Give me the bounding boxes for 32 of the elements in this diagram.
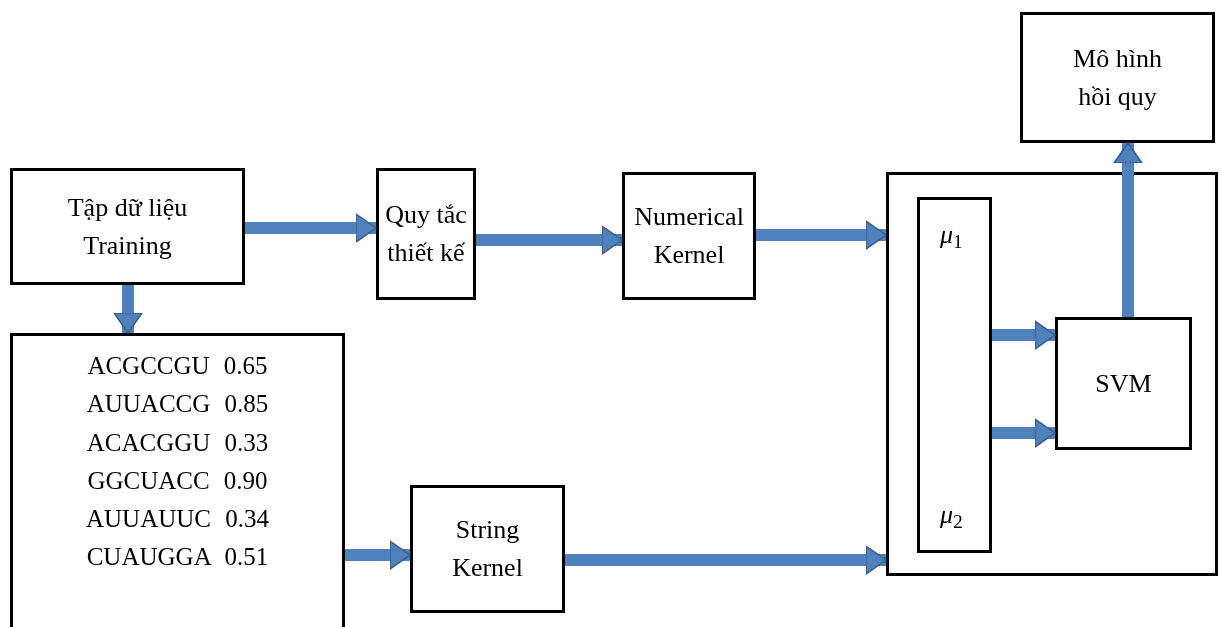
node-label: SVM: [1094, 367, 1153, 400]
node-label: Tập dữ liệu Training: [66, 191, 189, 262]
sequence-row-text: AUUACCG 0.85: [86, 389, 269, 420]
sequence-row-text: ACACGGU 0.33: [86, 427, 269, 458]
block-arrow: [345, 540, 411, 570]
node-label: μ$_{1}$: [939, 219, 964, 254]
block-arrow: [992, 320, 1056, 350]
block-arrow: [992, 418, 1056, 448]
container-box: [886, 172, 1218, 576]
block-arrow: [756, 220, 887, 250]
sequence-row-text: AUUAUUC 0.34: [86, 504, 269, 534]
node-label: μ$_{2}$: [939, 499, 964, 534]
process-box: [376, 168, 476, 300]
block-arrow: [245, 213, 377, 243]
node-label: Mô hình hồi quy: [1072, 42, 1163, 113]
node-label: Quy tắc thiết kế: [384, 199, 468, 269]
process-box: [622, 172, 756, 300]
node-label: String Kernel: [451, 514, 524, 584]
process-box: [10, 168, 245, 285]
sequence-row-text: GGCUACC 0.90: [87, 465, 268, 496]
sequence-row-text: CUAUGGA 0.51: [86, 542, 269, 573]
block-arrow: [476, 225, 623, 255]
process-box: [1055, 317, 1192, 450]
block-arrow: [1113, 142, 1143, 317]
block-arrow: [565, 545, 887, 575]
process-box: [10, 333, 345, 627]
block-arrow: [113, 285, 143, 334]
process-box: [1020, 12, 1215, 143]
process-box: [917, 197, 992, 553]
node-label: Numerical Kernel: [633, 201, 745, 271]
process-box: [410, 485, 565, 613]
sequence-row-text: ACGCCGU 0.65: [87, 351, 268, 381]
